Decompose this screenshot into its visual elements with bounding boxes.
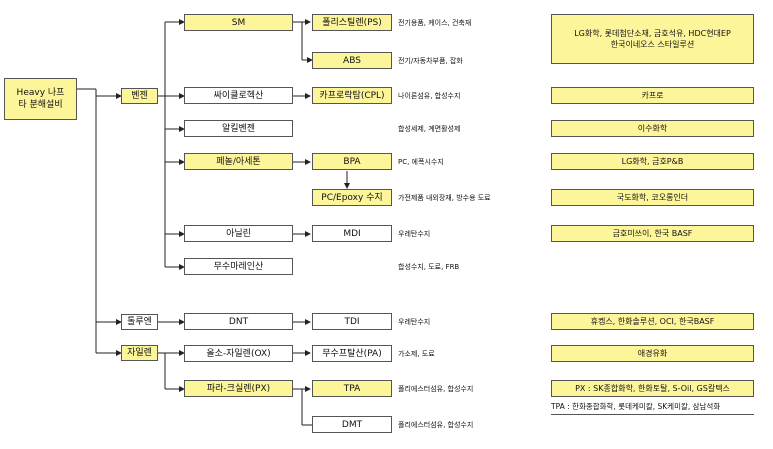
node-benzene: 벤젠 <box>121 88 158 104</box>
companies-px: PX : SK종합화학, 한화토탈, S-Oil, GS칼텍스 <box>551 380 754 397</box>
node-tpa: TPA <box>312 380 392 397</box>
use-epoxy: 가전제품 내외장재, 방수용 도료 <box>398 194 491 202</box>
use-mdi: 우레탄수지 <box>398 230 431 238</box>
companies-bpa: LG화학, 금호P&B <box>551 153 754 170</box>
node-maleic-anhydride: 무수마레인산 <box>184 258 293 275</box>
companies-pa: 애경유화 <box>551 345 754 362</box>
node-ortho-xylene: 올소-자일렌(OX) <box>184 345 293 362</box>
node-dnt: DNT <box>184 313 293 330</box>
use-bpa: PC, 에폭시수지 <box>398 158 444 166</box>
companies-sm: LG화학, 롯데첨단소재, 금호석유, HDC현대EP 한국이네오스 스타일루션 <box>551 14 754 64</box>
node-sm: SM <box>184 14 293 31</box>
node-bpa: BPA <box>312 153 392 170</box>
use-maleic: 합성수지, 도료, FRB <box>398 263 460 271</box>
companies-tdi: 휴켐스, 한화솔루션, OCI, 한국BASF <box>551 313 754 330</box>
companies-sm-line1: LG화학, 롯데첨단소재, 금호석유, HDC현대EP <box>574 29 731 38</box>
node-cpl: 카프로락탐(CPL) <box>312 87 392 104</box>
node-pa: 무수프탈산(PA) <box>312 345 392 362</box>
companies-epoxy: 국도화학, 코오롱인더 <box>551 189 754 206</box>
use-abs: 전기/자동차부품, 잡화 <box>398 57 463 65</box>
node-mdi: MDI <box>312 225 392 242</box>
use-ps: 전기용품, 케이스, 건축재 <box>398 19 472 27</box>
node-aniline: 아닐린 <box>184 225 293 242</box>
node-phenol-acetone: 페놀/아세톤 <box>184 153 293 170</box>
node-tdi: TDI <box>312 313 392 330</box>
use-dmt: 폴리에스터섬유, 합성수지 <box>398 421 474 429</box>
node-xylene: 자일렌 <box>121 345 158 361</box>
node-alkylbenzene: 알킬벤젠 <box>184 120 293 137</box>
node-toluene: 톨루엔 <box>121 314 158 330</box>
companies-cpl: 카프로 <box>551 87 754 104</box>
companies-tpa: TPA : 한화종합화학, 롯데케미칼, SK케미칼, 삼남석화 <box>551 402 721 411</box>
root-node-heavy-naphtha: Heavy 나프타 분해설비 <box>4 78 77 120</box>
companies-tpa-underline <box>551 414 754 415</box>
node-para-xylene: 파라-크실렌(PX) <box>184 380 293 397</box>
node-dmt: DMT <box>312 416 392 433</box>
companies-sm-line2: 한국이네오스 스타일루션 <box>610 40 695 49</box>
node-pc-epoxy: PC/Epoxy 수지 <box>312 189 392 206</box>
use-tdi: 우레탄수지 <box>398 318 431 326</box>
use-cpl: 나이론섬유, 합성수지 <box>398 92 461 100</box>
use-tpa: 폴리에스터섬유, 합성수지 <box>398 385 474 393</box>
companies-alkylbenzene: 이수화학 <box>551 120 754 137</box>
node-cyclohexane: 싸이클로헥산 <box>184 87 293 104</box>
use-alkylbenzene: 합성세제, 계면활성제 <box>398 125 461 133</box>
companies-mdi: 금호미쓰이, 한국 BASF <box>551 225 754 242</box>
use-pa: 가소제, 도료 <box>398 350 435 358</box>
node-ps: 폴리스틸렌(PS) <box>312 14 392 31</box>
node-abs: ABS <box>312 52 392 69</box>
